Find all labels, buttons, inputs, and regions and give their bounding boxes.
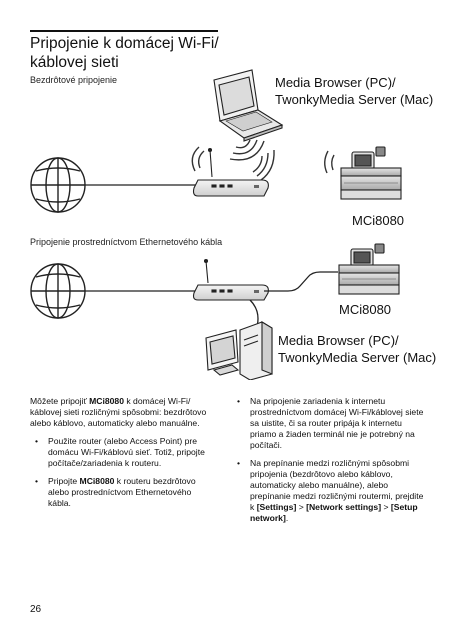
intro-paragraph: Môžete pripojiť MCi8080 k domácej Wi-Fi/… <box>30 396 215 429</box>
ethernet-server-line2: TwonkyMedia Server (Mac) <box>278 350 437 365</box>
bullet-mark: • <box>237 396 241 406</box>
list-item: • Na prepínanie medzi rozličnými spôsobmi… <box>232 458 424 524</box>
network-diagram <box>30 69 402 380</box>
page-number: 26 <box>30 604 42 615</box>
list-item: • Pripojte MCi8080 k routeru bezdrôtovo a… <box>30 476 215 509</box>
list-item-text-rest: k routeru bezdrôtovo alebo prostredníctv… <box>48 476 196 508</box>
bullet-mark: • <box>35 476 39 486</box>
wifi-waves-icon <box>191 146 275 181</box>
desktop-computer-icon <box>205 321 273 380</box>
list-item-text: Použite router (alebo Access Point) pre … <box>48 436 205 468</box>
list-item-text: Na pripojenie zariadenia k internetu pro… <box>250 396 424 450</box>
list-item-text: Na prepínanie medzi rozličnými spôsobmi … <box>250 458 424 512</box>
music-center-icon <box>340 146 402 200</box>
menu-separator: > <box>296 502 307 512</box>
internet-globe-icon <box>30 263 86 319</box>
bullet-mark: • <box>35 436 39 446</box>
wireless-server-line1: Media Browser (PC)/ <box>275 75 396 90</box>
page-title-line2: káblovej sieti <box>30 54 119 71</box>
bullet-mark: • <box>237 458 241 468</box>
ethernet-label: Pripojenie prostredníctvom Ethernetového… <box>30 237 223 247</box>
wireless-label: Bezdrôtové pripojenie <box>30 75 118 85</box>
wifi-waves-icon <box>229 139 265 161</box>
cable-line <box>264 271 338 292</box>
laptop-icon <box>213 69 284 142</box>
intro-text-rest: k domácej Wi-Fi/ káblovej sieti rozličný… <box>30 396 207 428</box>
right-column: • Na pripojenie zariadenia k internetu pr… <box>232 396 424 531</box>
page-title-line1: Pripojenie k domácej Wi-Fi/ <box>30 35 219 52</box>
list-item: • Na pripojenie zariadenia k internetu pr… <box>232 396 424 451</box>
ethernet-device-label: MCi8080 <box>339 302 392 317</box>
list-item: • Použite router (alebo Access Point) pre… <box>30 436 215 469</box>
ethernet-server-line1: Media Browser (PC)/ <box>278 333 399 348</box>
menu-path-setup-network: [Setup network] <box>250 502 418 523</box>
list-item-text: Pripojte <box>48 476 80 486</box>
menu-separator: > <box>381 502 391 512</box>
sentence-end: . <box>285 513 289 523</box>
wireless-server-line2: TwonkyMedia Server (Mac) <box>275 92 434 107</box>
menu-path-network-settings: [Network settings] <box>306 502 382 512</box>
wireless-device-label: MCi8080 <box>352 213 405 228</box>
router-icon <box>192 258 269 301</box>
wireless-server-caption: Media Browser (PC)/ TwonkyMedia Server (… <box>275 74 433 108</box>
heading-rule <box>30 30 218 32</box>
left-column: Môžete pripojiť MCi8080 k domácej Wi-Fi/… <box>30 396 215 516</box>
page-title: Pripojenie k domácej Wi-Fi/ káblovej sie… <box>30 34 230 72</box>
intro-text: Môžete pripojiť <box>30 396 90 406</box>
wifi-waves-icon <box>324 150 335 174</box>
intro-device: MCi8080 <box>89 396 124 406</box>
menu-path-settings: [Settings] <box>256 502 297 512</box>
music-center-icon <box>338 243 400 295</box>
router-icon <box>192 147 269 197</box>
ethernet-server-caption: Media Browser (PC)/ TwonkyMedia Server (… <box>278 332 436 366</box>
list-item-device: MCi8080 <box>79 476 115 486</box>
internet-globe-icon <box>30 157 86 213</box>
